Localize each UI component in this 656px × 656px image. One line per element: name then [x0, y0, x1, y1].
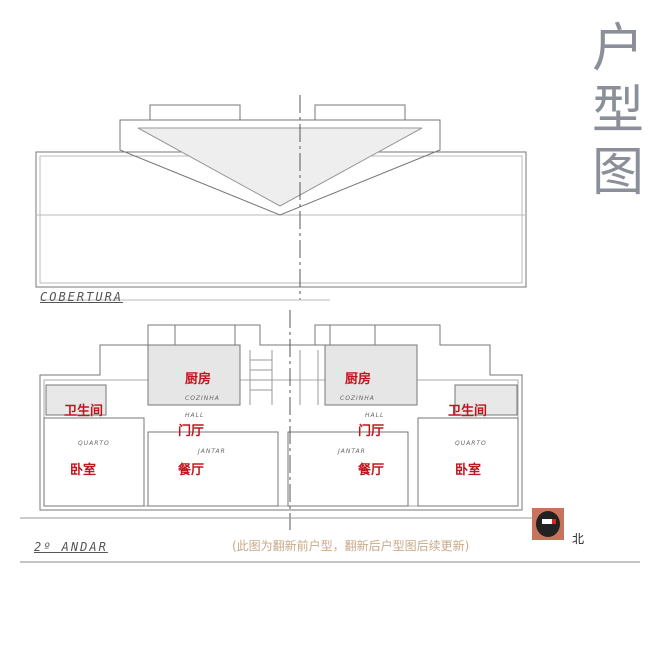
quarto-label: QUARTO: [455, 440, 487, 447]
title-char: 型: [591, 81, 644, 141]
room-label-hall-left: 门厅: [178, 424, 205, 439]
cozinha-label: COZINHA: [185, 395, 220, 402]
page-title: 户 型 图: [588, 18, 648, 204]
title-char: 图: [591, 143, 644, 203]
room-label-kitchen-left: 厨房: [185, 372, 212, 387]
roof-plan-label: COBERTURA: [40, 290, 124, 304]
quarto-label: QUARTO: [78, 440, 110, 447]
room-label-kitchen-right: 厨房: [345, 372, 372, 387]
room-label-bedroom-left: 卧室: [70, 463, 97, 478]
jantar-label: JANTAR: [198, 448, 226, 455]
hall-label: HALL: [185, 412, 205, 419]
roof-plan: [35, 95, 527, 301]
room-label-hall-right: 门厅: [358, 424, 385, 439]
title-char: 户: [591, 19, 644, 79]
second-floor-plan: [20, 310, 640, 563]
compass-icon: [532, 508, 564, 540]
room-label-bedroom-right: 卧室: [455, 463, 482, 478]
cozinha-label: COZINHA: [340, 395, 375, 402]
hall-label: HALL: [365, 412, 385, 419]
north-label: 北: [572, 532, 585, 546]
room-label-bathroom-left: 卫生间: [64, 404, 104, 419]
floor-plan-label: 2º ANDAR: [34, 540, 108, 554]
room-label-dining-left: 餐厅: [178, 463, 205, 478]
renovation-note: (此图为翻新前户型，翻新后户型图后续更新): [232, 539, 470, 553]
room-label-dining-right: 餐厅: [358, 463, 385, 478]
jantar-label: JANTAR: [338, 448, 366, 455]
room-label-bathroom-right: 卫生间: [448, 404, 488, 419]
